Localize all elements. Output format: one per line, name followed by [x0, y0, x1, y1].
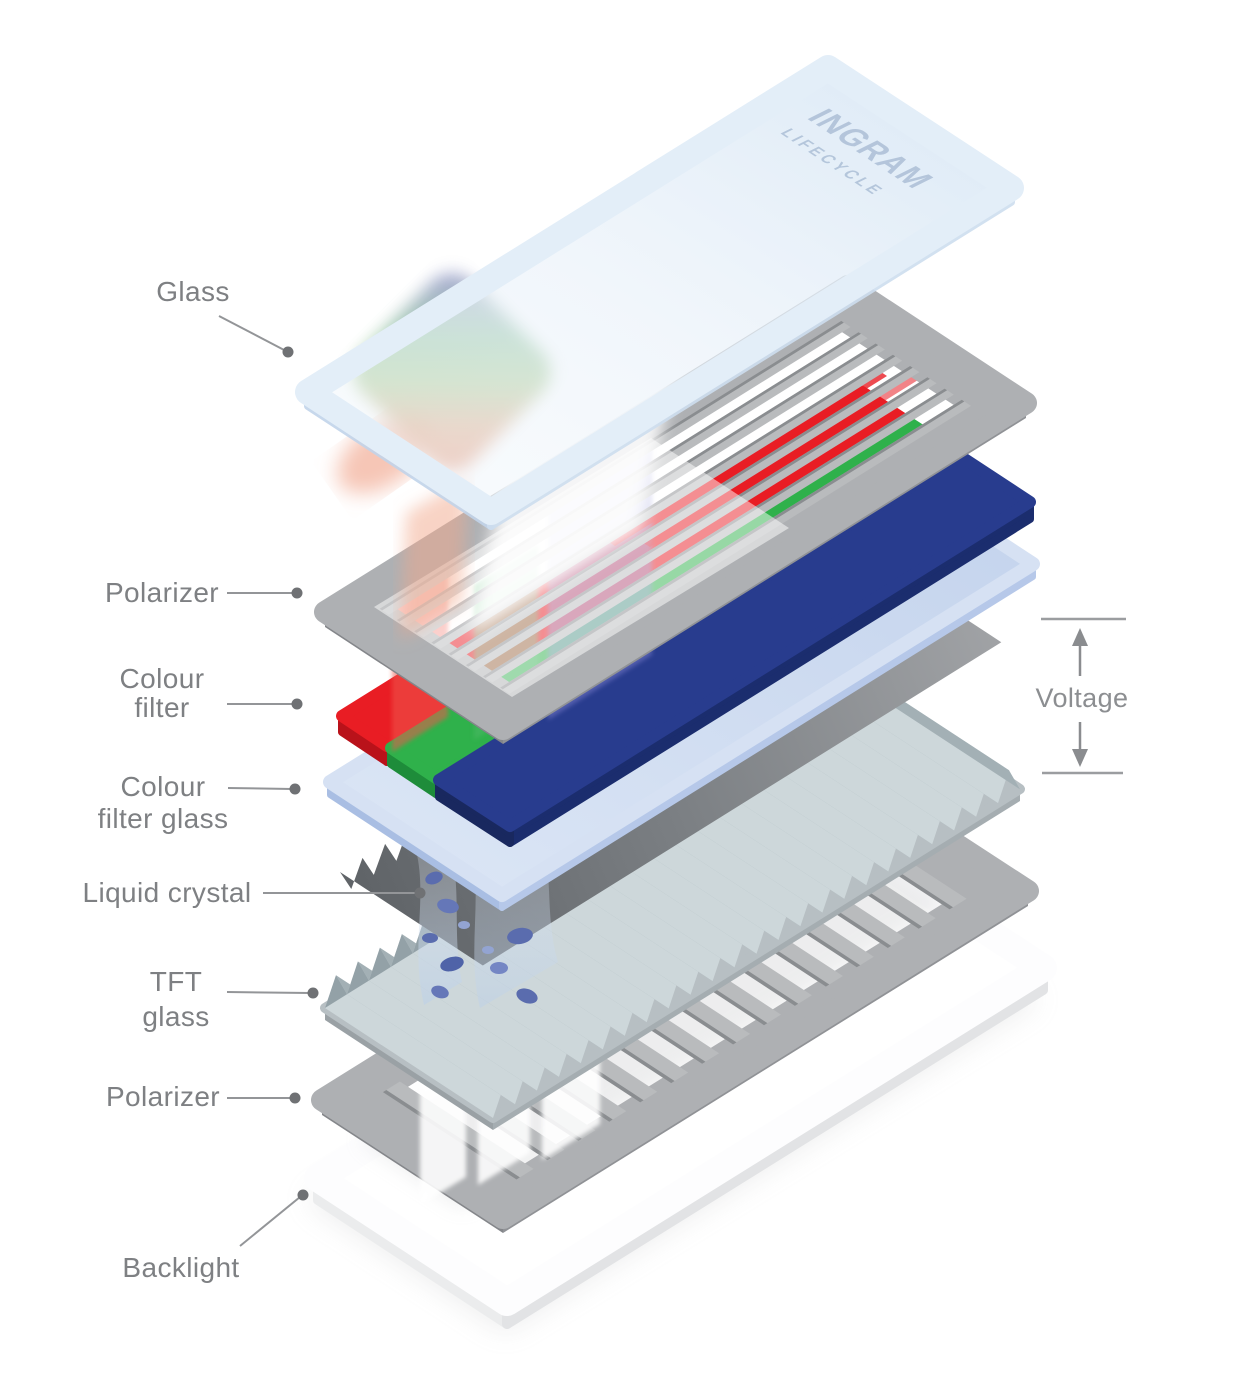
pleat-face-light	[325, 975, 504, 1118]
colour-filter-glass-label-line2: filter glass	[98, 803, 229, 834]
polarizer-top-leader-dot	[291, 587, 303, 599]
pleat-end	[368, 947, 391, 981]
liquid-crystal-leader-dot	[414, 887, 426, 899]
liquid-crystal-label: Liquid crystal	[82, 877, 251, 908]
backlight-leader-dot	[297, 1189, 309, 1201]
voltage-annotation	[1041, 617, 1126, 775]
pleat-face-light	[368, 947, 548, 1091]
colour-filter-glass-leader	[227, 787, 293, 790]
polarizer-light-wash	[374, 438, 789, 697]
tft-glass-label-line2: glass	[142, 1001, 209, 1032]
pleat-end	[390, 934, 413, 967]
arrow-salmon-shaft	[400, 478, 468, 640]
colour-filter-glass-label-line1: Colour	[121, 771, 206, 802]
tft-glass-label-line1: TFT	[150, 966, 203, 997]
glass-leader-dot	[282, 346, 294, 358]
tft-glass-leader-dot	[307, 987, 319, 999]
pleat-end	[325, 975, 347, 1008]
voltage-arrow-down-icon	[1072, 749, 1088, 767]
glass-top	[295, 55, 1024, 525]
pleat-end	[347, 961, 369, 995]
annotations: Glass Polarizer Colour filter Colour fil…	[82, 276, 1128, 1283]
tft-glass-leader	[226, 991, 311, 994]
glass-leader	[218, 315, 287, 352]
polarizer-bottom-leader-dot	[289, 1092, 301, 1104]
colour-filter-label-line1: Colour	[120, 663, 205, 694]
glass-label: Glass	[156, 276, 230, 307]
voltage-label: Voltage	[1036, 683, 1129, 713]
colour-filter-label-line2: filter	[134, 692, 189, 723]
voltage-arrow-up-icon	[1072, 628, 1088, 646]
colour-filter-leader-dot	[291, 698, 303, 710]
backlight-leader	[239, 1196, 301, 1247]
backlight-label: Backlight	[122, 1252, 239, 1283]
polarizer-bottom-label: Polarizer	[106, 1081, 220, 1112]
pleat-face-light	[347, 961, 526, 1105]
colour-filter-glass-leader-dot	[289, 783, 301, 795]
polarizer-top-label: Polarizer	[105, 577, 219, 608]
glass-layer: INGRAM LIFECYCLE	[295, 55, 1024, 530]
